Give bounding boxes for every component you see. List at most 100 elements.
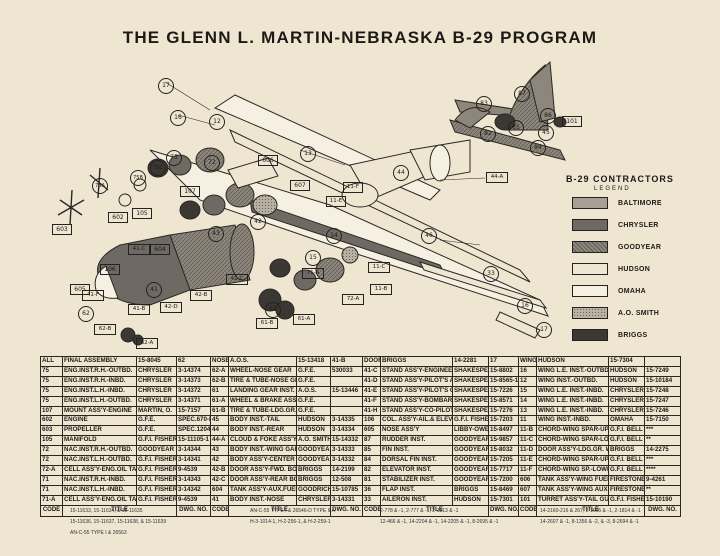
callout: 61-B bbox=[256, 318, 278, 329]
callout: 42-D bbox=[160, 302, 182, 313]
table-cell: CHRYSLER bbox=[608, 395, 645, 407]
callout: 42 bbox=[250, 214, 266, 230]
table-cell: BRIGGS bbox=[452, 484, 489, 496]
table-cell: G.F.E. bbox=[136, 415, 177, 427]
table-cell: TIRE & TUBE-NOSE GEAR bbox=[228, 375, 297, 387]
callout: 33 bbox=[483, 266, 499, 282]
table-cell: 530033 bbox=[330, 365, 363, 377]
table-cell: G.F.E. bbox=[136, 425, 177, 437]
table-cell: 61-B bbox=[210, 405, 229, 417]
table-cell: BODY INST.-REAR bbox=[228, 425, 297, 437]
table-cell: 82 bbox=[362, 464, 381, 476]
table-cell: 3-14335 bbox=[330, 415, 363, 427]
table-cell: 61-A bbox=[210, 395, 229, 407]
table-cell: G.F.I. FISHER bbox=[608, 494, 645, 506]
callout: 75B bbox=[130, 170, 146, 186]
table-cell: SHAKESPEARE bbox=[452, 395, 489, 407]
table-cell: 9-4539 bbox=[176, 494, 211, 506]
table-cell: HUDSON bbox=[608, 375, 645, 387]
callout: 83 bbox=[476, 96, 492, 112]
table-cell: LIBBY-OWENS-FORD bbox=[452, 425, 489, 437]
table-cell: 72-A bbox=[40, 464, 63, 476]
note: 12-466 & -1, 14-2204 & -1, 14-2205 & -1,… bbox=[380, 519, 499, 525]
table-cell: G.F.I. FISHER bbox=[136, 494, 177, 506]
legend-item: BALTIMORE bbox=[572, 196, 662, 210]
table-cell: 3-14333 bbox=[330, 445, 363, 457]
table-cell: 45 bbox=[210, 415, 229, 427]
table-cell: CELL ASS'Y-ENG.OIL TANK bbox=[62, 494, 137, 506]
table-cell: FIN INST. bbox=[380, 445, 453, 457]
table-cell: TANK ASS'Y-WING FUEL bbox=[536, 474, 609, 486]
callout: 16 bbox=[517, 298, 533, 314]
fuel-tank-604 bbox=[252, 194, 278, 216]
engine-group-inbd bbox=[179, 182, 255, 220]
table-cell: 16 bbox=[518, 365, 537, 377]
dorsal-fin bbox=[454, 107, 491, 129]
table-cell: SPEC.670-H bbox=[176, 415, 211, 427]
table-cell: ELEVATOR INST. bbox=[380, 464, 453, 476]
table-cell: HUDSON bbox=[452, 494, 489, 506]
table-cell: GOODYEAR bbox=[452, 464, 489, 476]
table-cell: 15-7200 bbox=[488, 474, 519, 486]
callout: 42-C bbox=[226, 274, 248, 285]
table-cell: FLAP INST. bbox=[380, 484, 453, 496]
table-cell: CHRYSLER bbox=[608, 385, 645, 397]
table-cell: 604 bbox=[210, 484, 229, 496]
callout: 71-A bbox=[302, 268, 324, 279]
table-cell: 15-8571 bbox=[488, 395, 519, 407]
note: AN-C-55 TYPE I & 26563 bbox=[70, 530, 127, 536]
table-cell: G.F.I. BELL bbox=[608, 455, 645, 466]
callout: 43 bbox=[208, 226, 224, 242]
table-cell: G.F.I. FISHER bbox=[136, 435, 177, 447]
table-cell: 15-8469 bbox=[488, 484, 519, 496]
table-cell: BODY INST.-WING GAP bbox=[228, 445, 297, 457]
table-cell: CHORD-WING SPAR-UP. REAR bbox=[536, 455, 609, 466]
table-cell: HUDSON bbox=[608, 365, 645, 377]
legend-subheading: LEGEND bbox=[594, 186, 631, 192]
callout: 101 bbox=[562, 116, 582, 127]
nose-wheel bbox=[120, 327, 136, 343]
table-cell: 71 bbox=[40, 484, 63, 496]
table-cell: 9-4261 bbox=[644, 474, 681, 486]
table-cell: *** bbox=[644, 425, 681, 437]
table-cell: BRIGGS bbox=[296, 474, 331, 486]
table-cell: LANDING GEAR INST. bbox=[228, 385, 297, 397]
table-cell: WING L.E. INST.-INBD. bbox=[536, 395, 609, 407]
callout: 17 bbox=[536, 322, 552, 338]
table-cell: CELL ASS'Y-ENG.OIL TANK bbox=[62, 464, 137, 476]
callout: 75A bbox=[92, 178, 108, 194]
table-cell: 81 bbox=[362, 474, 381, 486]
legend-label: BRIGGS bbox=[618, 331, 648, 339]
table-cell: **** bbox=[644, 464, 681, 476]
table-cell: 85 bbox=[362, 445, 381, 457]
table-cell: 15 bbox=[518, 385, 537, 397]
legend-swatch bbox=[572, 219, 608, 231]
table-cell: 87 bbox=[362, 435, 381, 447]
table-cell: 36 bbox=[362, 484, 381, 496]
table-cell: BRIGGS bbox=[608, 445, 645, 457]
table-cell: 14-2281 bbox=[452, 356, 489, 367]
table-cell: 15-7203 bbox=[488, 415, 519, 427]
table-cell: GOODYEAR bbox=[452, 455, 489, 466]
table-cell: 607 bbox=[518, 484, 537, 496]
callout: 604 bbox=[150, 244, 170, 255]
table-cell: CHRYSLER bbox=[136, 385, 177, 397]
table-cell: 15-7248 bbox=[644, 385, 681, 397]
table-cell: ENG.INST.L.H.-OUTBD. bbox=[62, 395, 137, 407]
note: H-3-1014-1, H-2-256-1, & H-2-259-1 bbox=[250, 519, 331, 525]
table-cell: STAND ASS'Y-BOMBARDIER'S bbox=[380, 395, 453, 407]
table-cell: MANIFOLD bbox=[62, 435, 137, 447]
table-cell: WING INST.-OUTBD. bbox=[536, 375, 609, 387]
table-cell: 3-14372 bbox=[176, 385, 211, 397]
table-cell: 15-7226 bbox=[488, 385, 519, 397]
table-cell: 33 bbox=[362, 494, 381, 506]
table-cell: GOODYEAR bbox=[296, 445, 331, 457]
table-cell: 15-7304 bbox=[608, 356, 645, 367]
table-cell: 3-14342 bbox=[176, 484, 211, 496]
table-cell: SHAKESPEARE bbox=[452, 385, 489, 397]
callout: 44 bbox=[393, 165, 409, 181]
